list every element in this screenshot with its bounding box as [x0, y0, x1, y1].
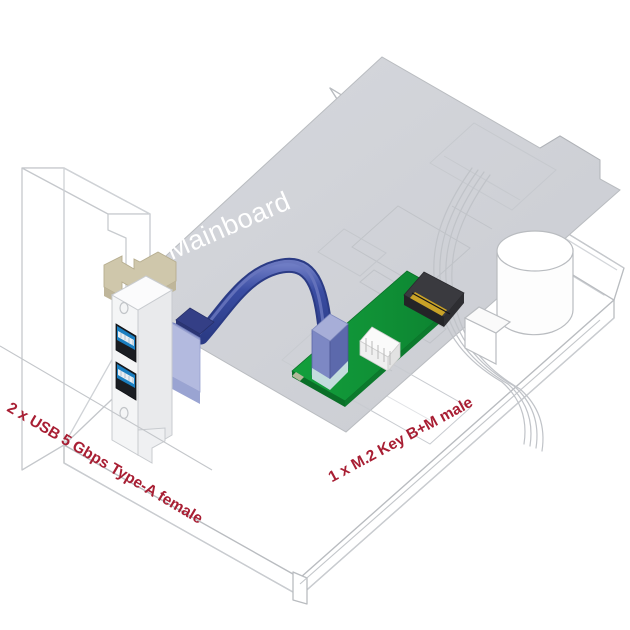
cpu-cooler-cylinder	[496, 230, 574, 336]
mainboard	[117, 56, 621, 445]
bracket-plate-top	[110, 275, 174, 311]
pin-header-right	[387, 341, 401, 373]
leader-line-usb	[0, 345, 213, 471]
leader-lines	[0, 319, 601, 585]
cooler-top	[496, 230, 574, 272]
m2-socket-slot-line	[411, 292, 451, 315]
pcb-right-edge	[345, 300, 459, 407]
m2-slot-outline	[281, 323, 471, 445]
pcb-mount-notch	[292, 372, 304, 381]
cable-plug-card-end	[311, 313, 349, 390]
case-left-front-edge	[21, 444, 65, 471]
plug-card-base	[312, 361, 348, 390]
usb-port-2-tongue	[118, 369, 134, 384]
case-front-left-rim-line	[63, 462, 301, 597]
cooler-connector-block	[463, 306, 512, 365]
bracket-screw-hole-top	[119, 301, 129, 315]
bracket-foot	[137, 427, 166, 464]
m2-socket-gold-pins	[410, 292, 447, 316]
mainboard-ram-slots	[429, 122, 557, 211]
case-rear-io-panel	[21, 167, 65, 471]
usb-port-1-contacts	[120, 333, 134, 345]
m2-socket-front	[404, 295, 444, 327]
usb-type-a-port-1	[115, 323, 137, 363]
usb-port-1-tongue	[118, 331, 134, 346]
plug-card-top	[311, 313, 349, 342]
mainboard-chipset-outline	[317, 228, 387, 277]
pci-slot-bracket	[103, 251, 177, 464]
usb-port-2-contacts	[120, 371, 134, 383]
cable-highlight	[198, 260, 326, 335]
case-front-corner-post	[292, 571, 308, 605]
mainboard-notch	[539, 135, 601, 179]
leader-line-m2	[299, 319, 601, 585]
pcb-front-edge	[292, 371, 345, 407]
usb-type-a-port-2	[115, 361, 137, 401]
m2-key-b-m-connector	[403, 271, 465, 327]
internal-usb-cable	[159, 257, 349, 404]
m2-socket-right	[444, 293, 464, 327]
usb-pin-header	[359, 326, 401, 373]
pin-header-pins	[365, 338, 391, 365]
case-front-right-rim-line	[299, 317, 615, 597]
